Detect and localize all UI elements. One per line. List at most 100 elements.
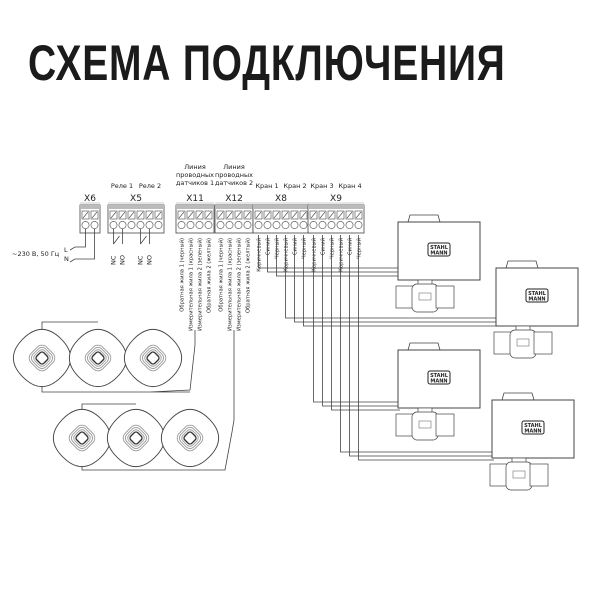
sensor-contact-ring (28, 344, 56, 372)
sensor-body (160, 408, 220, 468)
power-l-label: L (64, 246, 68, 254)
valve-wire (313, 235, 400, 403)
sensor-body (12, 328, 72, 388)
screw-slot (91, 211, 98, 219)
wire-label: Черный (274, 238, 281, 259)
sensor-contact-ring (89, 349, 107, 367)
terminal-block-body (307, 204, 365, 234)
wire-socket-icon (216, 221, 225, 229)
brand-logo-text: MANN (430, 251, 447, 257)
sensor-contact-ring (142, 347, 164, 369)
wire-label: Черный (356, 238, 363, 259)
brand-logo-text: STAHL (430, 373, 449, 379)
actuator-cap (407, 342, 441, 351)
sensor-contact-ring (125, 427, 147, 449)
terminal-block-top (176, 205, 214, 209)
group-label: Кран 4 (338, 182, 361, 190)
group-label: Кран 3 (310, 182, 333, 190)
wire-socket-icon (225, 221, 234, 229)
screw-slot (119, 211, 126, 219)
brand-logo-text: STAHL (528, 291, 547, 297)
water-leak-sensor-6 (160, 408, 220, 468)
screw-slot (319, 211, 326, 219)
valve-body-logo (418, 420, 432, 429)
wire-socket-icon (318, 221, 327, 229)
wire-label: Измерительная жила 2 (зеленый) (197, 238, 204, 331)
wire-socket-icon (272, 221, 281, 229)
sensor-contact-ring (183, 431, 197, 445)
wire-socket-icon (81, 221, 90, 229)
valve-wire (258, 235, 400, 269)
screw-slot (328, 211, 335, 219)
wire-socket-icon (327, 221, 336, 229)
group-label: Кран 2 (283, 182, 306, 190)
water-leak-sensor-3 (123, 328, 183, 388)
valve-port-left (395, 413, 415, 437)
wire-socket-icon (177, 221, 186, 229)
terminal-block-top (215, 205, 253, 209)
sensor-contact-ring (129, 431, 143, 445)
wire-label: Синий (320, 238, 327, 255)
sensor-cable-line-1 (41, 321, 196, 393)
screw-slot (205, 211, 212, 219)
relay-contact-label: NO (146, 255, 154, 265)
wire-socket-icon (90, 221, 99, 229)
terminal-block-body (107, 204, 165, 234)
sensor-contact-ring (33, 349, 51, 367)
sensor-contact-ring (144, 349, 162, 367)
relay-switch (140, 235, 147, 245)
wire-label: Обратная жила 2 (желтый) (206, 238, 213, 313)
sensor-cable-line-2 (81, 330, 235, 471)
screw-slot (291, 211, 298, 219)
water-leak-sensor-2 (68, 328, 128, 388)
terminal-block-label: X9 (330, 194, 342, 204)
screw-slot (244, 211, 251, 219)
brand-logo-text: STAHL (430, 245, 449, 251)
valve-port-left (489, 463, 509, 487)
wire-socket-icon (345, 221, 354, 229)
valve-wire (349, 235, 494, 457)
wire-socket-icon (254, 221, 263, 229)
wire-socket-icon (299, 221, 308, 229)
wire-label: Черный (329, 238, 336, 259)
valve-wire (267, 235, 400, 273)
valve-wire (303, 235, 498, 327)
sensor-contact-ring (75, 431, 89, 445)
wire-socket-icon (281, 221, 290, 229)
valve-body-logo (418, 292, 432, 301)
group-label: датчиков 1 (176, 179, 214, 187)
wire-socket-icon (145, 221, 154, 229)
wire-l (69, 229, 86, 251)
group-label: Линия (223, 163, 245, 171)
screw-slot (310, 211, 317, 219)
sensor-contact-ring (127, 429, 145, 447)
water-leak-sensor-1 (12, 328, 72, 388)
screw-slot (146, 211, 153, 219)
brand-logo-text: MANN (528, 297, 545, 303)
screw-slot (217, 211, 224, 219)
wire-socket-icon (243, 221, 252, 229)
wire-socket-icon (136, 221, 145, 229)
wire-socket-icon (127, 221, 136, 229)
wire-label: Синий (265, 238, 272, 255)
relay-contact-label: NC (110, 255, 118, 265)
relay-switch (113, 235, 120, 245)
terminal-block-x6: X6 (79, 194, 101, 234)
terminal-block-top (108, 205, 164, 209)
wire-label: Коричневый (338, 238, 345, 272)
screw-slot (187, 211, 194, 219)
screw-slot (255, 211, 262, 219)
screw-slot (82, 211, 89, 219)
wire-socket-icon (109, 221, 118, 229)
screw-slot (196, 211, 203, 219)
wire-label: Коричневый (283, 238, 290, 272)
sensor-contact-ring (73, 429, 91, 447)
valve-port-right (533, 331, 553, 355)
terminal-block-body (252, 204, 310, 234)
actuator-cap (407, 214, 441, 223)
valve-wire (322, 235, 400, 407)
